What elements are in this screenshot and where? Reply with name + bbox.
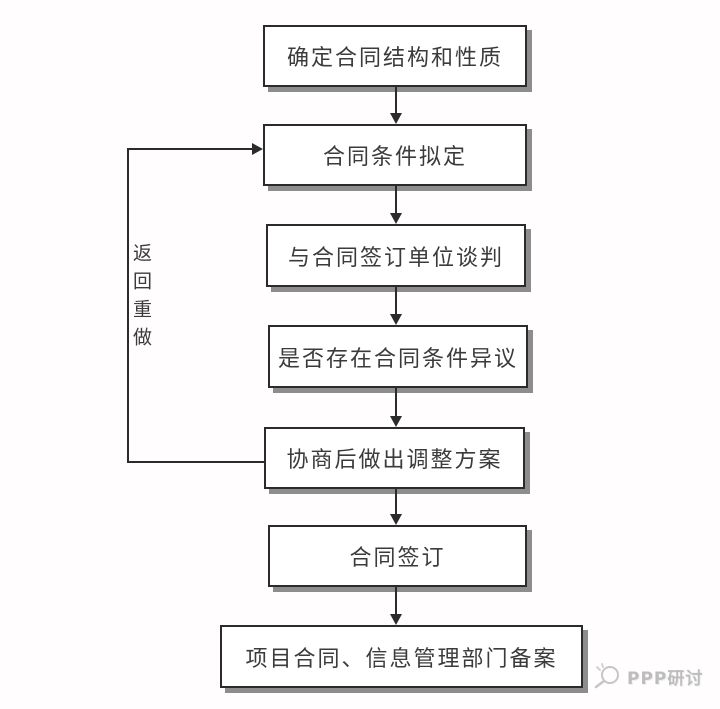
flow-box-negotiate: 与合同签订单位谈判: [266, 224, 526, 287]
flow-box-draft-conditions: 合同条件拟定: [263, 124, 527, 186]
arrow-down-icon: [390, 614, 402, 625]
arrow-down-icon: [390, 514, 402, 525]
arrow-down-icon: [390, 314, 402, 325]
watermark: PPP研讨: [591, 662, 703, 690]
loop-line-vertical: [127, 148, 129, 463]
watermark-text: PPP研讨: [627, 668, 704, 689]
arrow-down-icon: [390, 113, 402, 124]
flow-box-adjustment-plan: 协商后做出调整方案: [264, 427, 525, 489]
flow-box-objection-check: 是否存在合同条件异议: [268, 325, 528, 388]
arrow-right-icon: [252, 143, 263, 155]
connector-line-1-2: [395, 87, 397, 115]
connector-line-6-7: [395, 587, 397, 616]
connector-line-2-3: [395, 186, 397, 215]
arrow-down-icon: [390, 213, 402, 224]
flow-box-filing: 项目合同、信息管理部门备案: [220, 625, 583, 688]
connector-line-5-6: [395, 489, 397, 516]
loop-label: 返回重做: [130, 243, 152, 355]
magnifier-icon: [594, 663, 619, 689]
connector-line-4-5: [395, 388, 397, 418]
flow-box-contract-signing: 合同签订: [268, 525, 527, 587]
loop-line-top: [127, 148, 253, 150]
connector-line-3-4: [395, 287, 397, 316]
flow-box-determine-structure: 确定合同结构和性质: [263, 25, 527, 87]
arrow-down-icon: [390, 416, 402, 427]
loop-line-bottom: [127, 461, 264, 463]
